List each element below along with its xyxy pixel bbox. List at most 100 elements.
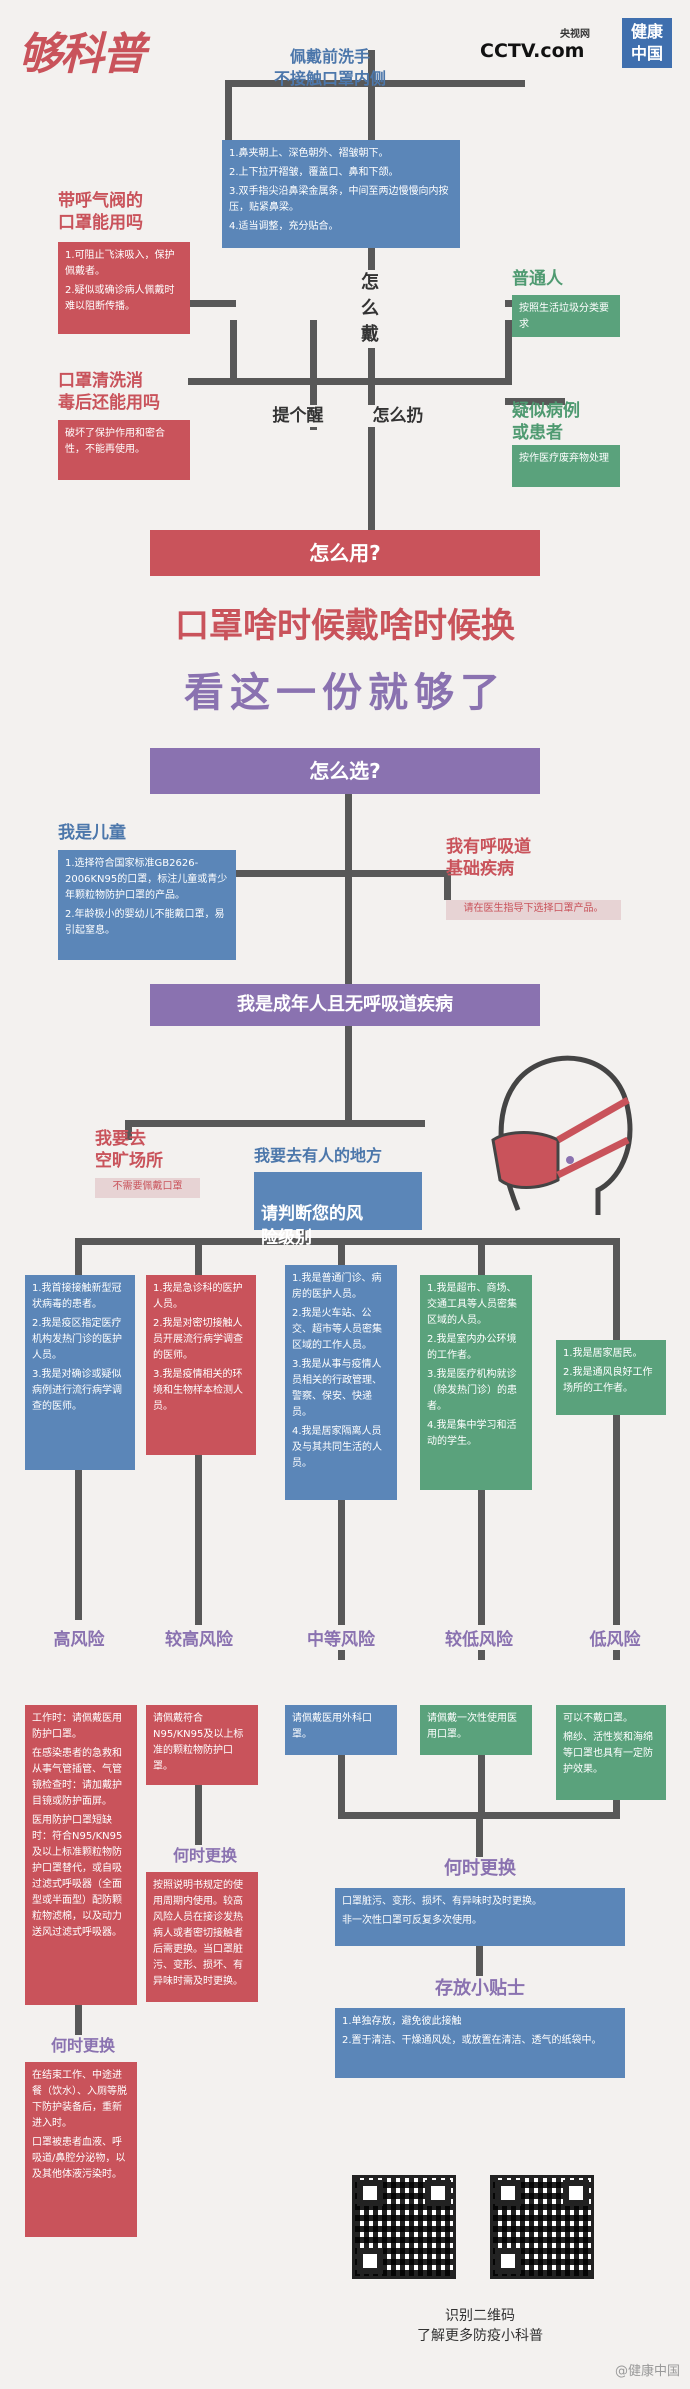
- valve-box: 1.可阻止飞沫吸入，保护佩戴者。 2.疑似或确诊病人佩戴时难以阻断传播。: [58, 242, 190, 334]
- wear-step: 2.上下拉开褶皱，覆盖口、鼻和下颌。: [229, 167, 399, 178]
- level-medium: 中等风险: [286, 1625, 396, 1650]
- high-change-title: 何时更换: [50, 2036, 115, 2055]
- crowd-title: 我要去有人的地方: [254, 1146, 383, 1165]
- normal-text: 按照生活垃圾分类要求: [519, 303, 609, 330]
- risk-item: 3.我是从事与疫情人员相关的行政管理、警察、保安、快递员。: [292, 1359, 382, 1418]
- child-box: 1.选择符合国家标准GB2626-2006KN95的口罩，标注儿童或青少年颗粒物…: [58, 850, 236, 960]
- advice-high: 工作时：请佩戴医用防护口罩。 在感染患者的急救和从事气管插管、气管镜检查时：请加…: [25, 1705, 137, 2005]
- suspect-text: 按作医疗废弃物处理: [519, 453, 609, 464]
- advice-item: 在感染患者的急救和从事气管插管、气管镜检查时：请加戴护目镜或防护面屏。: [32, 1748, 122, 1807]
- footer-line-2: 了解更多防疫小科普: [417, 2328, 543, 2344]
- child-item: 1.选择符合国家标准GB2626-2006KN95的口罩，标注儿童或青少年颗粒物…: [65, 858, 228, 901]
- high-change-box: 在结束工作、中途进餐（饮水）、入厕等脱下防护装备后，重新进入时。 口罩被患者血液…: [25, 2062, 137, 2237]
- change-item: 口罩脏污、变形、损坏、有异味时及时更换。: [342, 1896, 542, 1907]
- risk-col-2-items: 1.我是急诊科的医护人员。 2.我是对密切接触人员开展流行病学调查的医师。 3.…: [146, 1275, 256, 1455]
- risk-col-5-items: 1.我是居家居民。 2.我是通风良好工作场所的工作者。: [556, 1340, 666, 1415]
- resp-tag: 请在医生指导下选择口罩产品。: [446, 900, 621, 920]
- brand-logo: 够科普: [18, 18, 168, 98]
- valve-item: 1.可阻止飞沫吸入，保护佩戴者。: [65, 250, 175, 277]
- risk-item: 2.我是室内办公环境的工作者。: [427, 1334, 517, 1361]
- higher-change-title: 何时更换: [172, 1846, 237, 1865]
- bottom-change-box: 口罩脏污、变形、损坏、有异味时及时更换。 非一次性口罩可反复多次使用。: [335, 1888, 625, 1946]
- how-use-text: 怎么用?: [309, 541, 381, 565]
- open-title: 我要去 空旷场所: [95, 1129, 163, 1171]
- advice-higher: 请佩戴符合N95/KN95及以上标准的颗粒物防护口罩。: [146, 1705, 258, 1785]
- advice-low: 可以不戴口罩。 棉纱、活性炭和海绵等口罩也具有一定防护效果。: [556, 1705, 666, 1800]
- risk-item: 2.我是疫区指定医疗机构发热门诊的医护人员。: [32, 1318, 122, 1361]
- change-item: 非一次性口罩可反复多次使用。: [342, 1915, 482, 1926]
- risk-item: 4.我是居家隔离人员及与其共同生活的人员。: [292, 1426, 382, 1469]
- storage-item: 1.单独存放，避免彼此接触: [342, 2016, 462, 2027]
- risk-item: 2.我是对密切接触人员开展流行病学调查的医师。: [153, 1318, 243, 1361]
- risk-col-3-items: 1.我是普通门诊、病房的医护人员。 2.我是火车站、公交、超市等人员密集区域的工…: [285, 1265, 397, 1500]
- child-title: 我是儿童: [58, 823, 126, 843]
- advice-item: 请佩戴符合N95/KN95及以上标准的颗粒物防护口罩。: [153, 1713, 244, 1772]
- cctv-sub: 央视网: [560, 29, 590, 40]
- risk-item: 2.我是通风良好工作场所的工作者。: [563, 1367, 653, 1394]
- wear-steps-box: 1.鼻夹朝上、深色朝外、褶皱朝下。 2.上下拉开褶皱，覆盖口、鼻和下颌。 3.双…: [222, 140, 460, 248]
- bottom-change-title: 何时更换: [400, 1858, 560, 1880]
- qr-code-right[interactable]: [490, 2175, 594, 2279]
- suspect-title: 疑似病例 或患者: [512, 401, 580, 443]
- risk-item: 1.我是急诊科的医护人员。: [153, 1283, 243, 1310]
- cctv-logo: 央视网 CCTV.com: [480, 25, 610, 65]
- how-choose-text: 怎么选?: [309, 759, 381, 783]
- cctv-text: CCTV.com: [480, 40, 585, 62]
- main-title-2: 看这一份就够了: [184, 670, 506, 716]
- normal-title: 普通人: [512, 269, 563, 289]
- how-wear-label: 怎么戴: [355, 270, 385, 348]
- wear-step: 3.双手指尖沿鼻梁金属条，中间至两边慢慢向内按压，贴紧鼻梁。: [229, 186, 449, 213]
- level-low: 低风险: [560, 1625, 670, 1650]
- resp-title: 我有呼吸道 基础疾病: [446, 837, 531, 879]
- adult-text: 我是成年人且无呼吸道疾病: [237, 994, 453, 1015]
- watermark: @健康中国: [614, 2364, 680, 2379]
- advice-item: 棉纱、活性炭和海绵等口罩也具有一定防护效果。: [563, 1732, 653, 1775]
- storage-item: 2.置于清洁、干燥通风处，或放置在清洁、透气的纸袋中。: [342, 2035, 602, 2046]
- wear-step: 4.适当调整，充分贴合。: [229, 221, 339, 232]
- change-item: 按照说明书规定的使用周期内使用。较高风险人员在接诊发热病人或者密切接触者后需更换…: [153, 1880, 243, 1987]
- advice-item: 医用防护口罩短缺时：符合N95/KN95及以上标准颗粒物防护口罩替代，或自吸过滤…: [32, 1815, 123, 1938]
- wash-text: 破坏了保护作用和密合性，不能再使用。: [65, 428, 165, 455]
- level-higher: 较高风险: [144, 1625, 254, 1650]
- risk-item: 1.我是居家居民。: [563, 1348, 643, 1359]
- advice-medium: 请佩戴医用外科口罩。: [285, 1705, 397, 1755]
- adult-bar: 我是成年人且无呼吸道疾病: [150, 984, 540, 1026]
- health-china-logo: 健康中国: [622, 18, 672, 68]
- storage-box: 1.单独存放，避免彼此接触 2.置于清洁、干燥通风处，或放置在清洁、透气的纸袋中…: [335, 2008, 625, 2078]
- change-item: 口罩被患者血液、呼吸道/鼻腔分泌物，以及其他体液污染时。: [32, 2137, 126, 2180]
- open-tag: 不需要佩戴口罩: [95, 1178, 200, 1198]
- main-title-1: 口罩啥时候戴啥时候换: [175, 606, 515, 646]
- advice-item: 可以不戴口罩。: [563, 1713, 633, 1724]
- risk-item: 3.我是疫情相关的环境和生物样本检测人员。: [153, 1369, 243, 1412]
- higher-change-box: 按照说明书规定的使用周期内使用。较高风险人员在接诊发热病人或者密切接触者后需更换…: [146, 1872, 258, 2002]
- suspect-box: 按作医疗废弃物处理: [512, 445, 620, 487]
- crowd-box-text: 请判断您的风 险级别: [261, 1204, 363, 1248]
- risk-item: 1.我是超市、商场、交通工具等人员密集区域的人员。: [427, 1283, 517, 1326]
- child-item: 2.年龄极小的婴幼儿不能戴口罩，易引起窒息。: [65, 909, 225, 936]
- advice-item: 工作时：请佩戴医用防护口罩。: [32, 1713, 122, 1740]
- valve-title: 带呼气阀的 口罩能用吗: [58, 191, 143, 233]
- normal-box: 按照生活垃圾分类要求: [512, 295, 620, 337]
- advice-item: 请佩戴医用外科口罩。: [292, 1713, 372, 1740]
- qr-code-left[interactable]: [352, 2175, 456, 2279]
- health-china-text: 健康中国: [630, 22, 663, 63]
- wash-title: 口罩清洗消 毒后还能用吗: [58, 371, 160, 413]
- advice-item: 请佩戴一次性使用医用口罩。: [427, 1713, 517, 1740]
- wear-title: 佩戴前洗手 不接触口罩内侧: [273, 47, 386, 88]
- how-use-bar: 怎么用?: [150, 530, 540, 576]
- valve-item: 2.疑似或确诊病人佩戴时难以阻断传播。: [65, 285, 175, 312]
- risk-col-1-items: 1.我首接接触新型冠状病毒的患者。 2.我是疫区指定医疗机构发热门诊的医护人员。…: [25, 1275, 135, 1470]
- wash-box: 破坏了保护作用和密合性，不能再使用。: [58, 420, 190, 480]
- how-discard-label: 怎么扔: [358, 405, 438, 427]
- risk-item: 4.我是集中学习和活动的学生。: [427, 1420, 517, 1447]
- advice-lower: 请佩戴一次性使用医用口罩。: [420, 1705, 532, 1755]
- change-item: 在结束工作、中途进餐（饮水）、入厕等脱下防护装备后，重新进入时。: [32, 2070, 127, 2129]
- level-high: 高风险: [24, 1625, 134, 1650]
- wear-step: 1.鼻夹朝上、深色朝外、褶皱朝下。: [229, 148, 389, 159]
- crowd-box: 请判断您的风 险级别: [254, 1172, 422, 1248]
- risk-item: 1.我首接接触新型冠状病毒的患者。: [32, 1283, 122, 1310]
- risk-col-4-items: 1.我是超市、商场、交通工具等人员密集区域的人员。 2.我是室内办公环境的工作者…: [420, 1275, 532, 1490]
- risk-item: 1.我是普通门诊、病房的医护人员。: [292, 1273, 382, 1300]
- risk-item: 3.我是对确诊或疑似病例进行流行病学调查的医师。: [32, 1369, 122, 1412]
- storage-title: 存放小贴士: [435, 1978, 525, 1999]
